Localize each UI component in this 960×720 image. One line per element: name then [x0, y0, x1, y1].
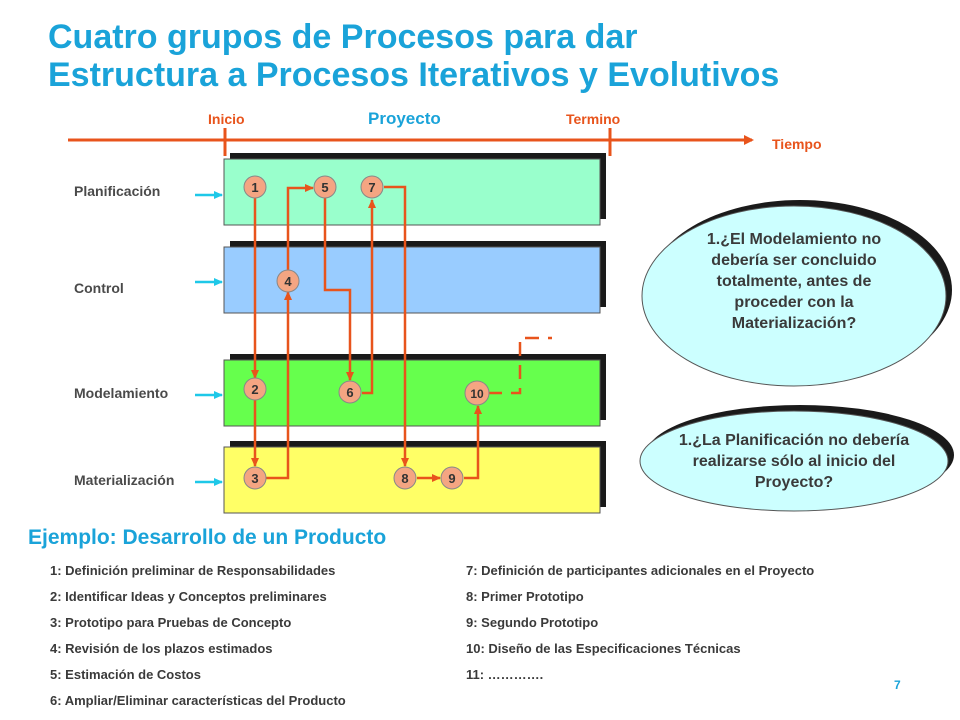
row-label-materializacion: Materialización — [74, 472, 175, 488]
legend-right: 7: Definición de participantes adicional… — [466, 563, 814, 693]
step-8: 8 — [393, 466, 417, 490]
step-6: 6 — [338, 380, 362, 404]
step-7: 7 — [360, 175, 384, 199]
flow-7-to-8 — [384, 185, 409, 467]
flow-10-continue — [488, 336, 552, 395]
legend-item-10: 10: Diseño de las Especificaciones Técni… — [466, 641, 741, 656]
step-1-label: 1 — [251, 180, 258, 195]
band-planificacion — [223, 158, 601, 226]
step-10: 10 — [464, 380, 490, 406]
step-4: 4 — [276, 269, 300, 293]
bubble-question-2 — [639, 410, 949, 512]
band-modelamiento — [223, 359, 601, 427]
step-9: 9 — [440, 466, 464, 490]
slide-title: Cuatro grupos de Procesos para dar Estru… — [48, 18, 948, 94]
step-9-label: 9 — [448, 471, 455, 486]
step-5-label: 5 — [321, 180, 328, 195]
slide-title-line-1: Cuatro grupos de Procesos para dar — [48, 18, 638, 56]
step-8-label: 8 — [401, 471, 408, 486]
example-title: Ejemplo: Desarrollo de un Producto — [28, 526, 387, 549]
step-1: 1 — [243, 175, 267, 199]
step-6-label: 6 — [346, 385, 353, 400]
legend-item-3: 3: Prototipo para Pruebas de Concepto — [50, 615, 292, 630]
step-4-label: 4 — [284, 274, 292, 289]
legend-item-9: 9: Segundo Prototipo — [466, 615, 599, 630]
timeline-end-label: Termino — [566, 111, 621, 127]
flow-4-to-5 — [286, 184, 314, 272]
flow-3-to-4 — [265, 291, 292, 480]
legend-item-8: 8: Primer Prototipo — [466, 589, 584, 604]
legend-item-1: 1: Definición preliminar de Responsabili… — [50, 563, 336, 578]
timeline-axis-label: Tiempo — [772, 136, 822, 152]
legend-item-2: 2: Identificar Ideas y Conceptos prelimi… — [50, 589, 327, 604]
row-label-control: Control — [74, 280, 124, 296]
bubble-question-1 — [641, 205, 947, 387]
step-10-label: 10 — [470, 387, 484, 401]
row-label-modelamiento: Modelamiento — [74, 385, 169, 401]
flow-9-to-10 — [464, 405, 482, 480]
slide-title-line-2: Estructura a Procesos Iterativos y Evolu… — [48, 56, 780, 94]
legend-item-11: 11: …………. — [466, 667, 544, 682]
step-3: 3 — [243, 466, 267, 490]
flow-5-to-6 — [323, 198, 354, 381]
step-2: 2 — [243, 377, 267, 401]
bubble-question-1-text: 1.¿El Modelamiento no debería ser conclu… — [706, 231, 882, 332]
step-7-label: 7 — [368, 180, 375, 195]
legend-item-6: 6: Ampliar/Eliminar características del … — [50, 693, 346, 708]
band-materializacion — [223, 446, 601, 514]
bubble-question-2-text: 1.¿La Planificación no debería realizars… — [678, 432, 910, 491]
flow-6-to-7 — [362, 199, 376, 395]
step-3-label: 3 — [251, 471, 258, 486]
page-number: 7 — [894, 678, 901, 692]
step-5: 5 — [313, 175, 337, 199]
legend-item-4: 4: Revisión de los plazos estimados — [50, 641, 273, 656]
row-label-planificacion: Planificación — [74, 183, 161, 199]
timeline-project-label: Proyecto — [368, 109, 441, 128]
legend-left: 1: Definición preliminar de Responsabili… — [50, 563, 346, 719]
step-2-label: 2 — [251, 382, 258, 397]
legend-item-7: 7: Definición de participantes adicional… — [466, 563, 815, 578]
timeline-start-label: Inicio — [208, 111, 245, 127]
legend-item-5: 5: Estimación de Costos — [50, 667, 201, 682]
